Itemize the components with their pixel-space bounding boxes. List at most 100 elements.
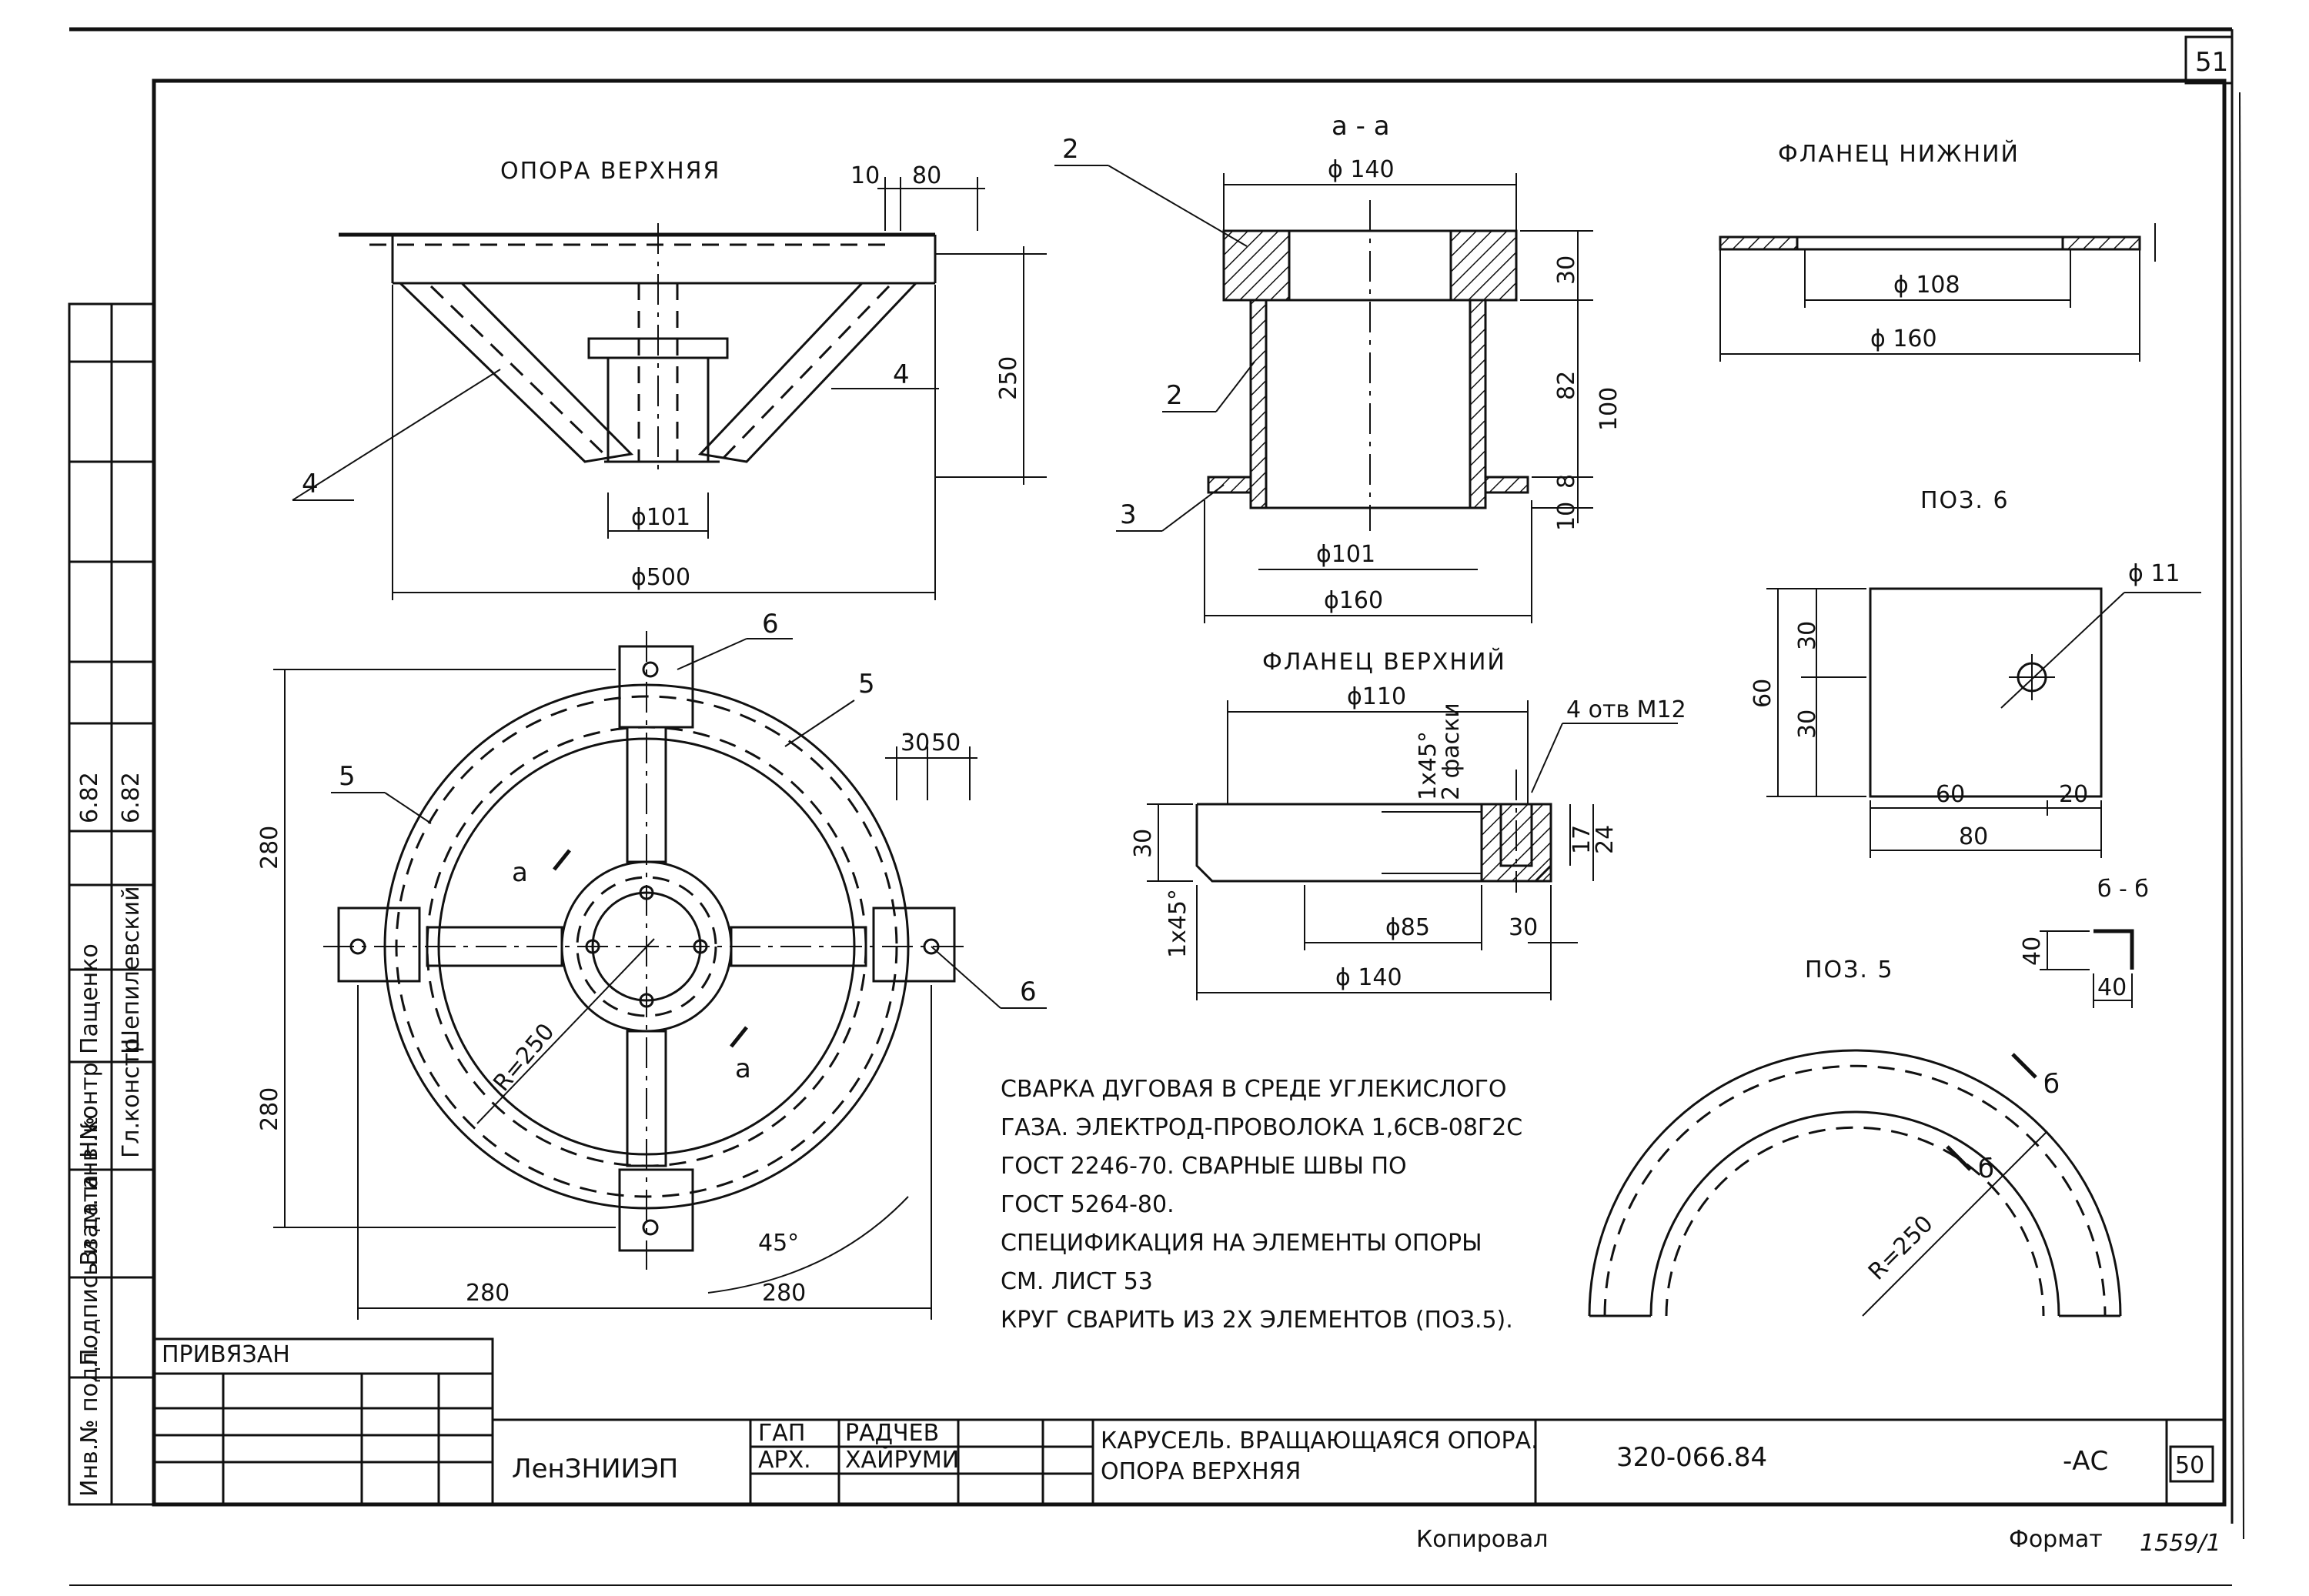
title-linked-label: ПРИВЯЗАН [162, 1341, 290, 1368]
note-line-3: ГОСТ 2246-70. СВАРНЫЕ ШВЫ ПО [1001, 1153, 1407, 1180]
stamp-cell-chief-designer: Гл.констр [118, 1038, 145, 1158]
section-aa-dim-8: 8 [1553, 474, 1580, 489]
stamp-date-2: 6.82 [118, 772, 145, 823]
pos6-dim-30-top: 30 [1794, 621, 1821, 650]
pos6-dim-60: 60 [1749, 679, 1776, 708]
upper-flange-chamfer: 1х45° [1415, 731, 1442, 800]
plan-pos-6-right: 6 [1020, 977, 1037, 1007]
pos5-dim-r250: R=250 [1863, 1210, 1939, 1286]
upper-support-pos-4-right: 4 [893, 359, 910, 390]
pos6-view [1766, 587, 2201, 858]
upper-flange-dim-phi140: ϕ 140 [1335, 964, 1402, 991]
upper-support-dim-10: 10 [850, 162, 880, 189]
title-doc-code: 320-066.84 [1616, 1442, 1767, 1473]
upper-support-title: ОПОРА ВЕРХНЯЯ [500, 158, 720, 185]
upper-support-view: ОПОРА ВЕРХНЯЯ [292, 158, 1047, 600]
pos6-title: ПОЗ. 6 [1920, 487, 2010, 514]
footer-format-label: Формат [2009, 1526, 2103, 1553]
section-aa-dim-phi140: ϕ 140 [1328, 156, 1395, 183]
pos5-section-mark-b2: б [1978, 1154, 1994, 1184]
plan-pos-5-left: 5 [339, 761, 356, 792]
upper-support-dim-250: 250 [995, 356, 1022, 400]
title-block [152, 1337, 2226, 1506]
title-name-2: ХАЙРУМИ [845, 1446, 959, 1474]
title-mark: -АС [2063, 1446, 2108, 1477]
section-aa-dim-82: 82 [1553, 371, 1580, 400]
section-aa-pos-2-top: 2 [1062, 134, 1079, 165]
title-line-2: ОПОРА ВЕРХНЯЯ [1101, 1458, 1301, 1485]
section-aa-pos-3: 3 [1120, 499, 1137, 530]
lower-flange-title: ФЛАНЕЦ НИЖНИЙ [1778, 140, 2020, 168]
stamp-cell-normcontrol: Н.контр [76, 1062, 103, 1158]
stamp-cell-invno: Инв.№ подл. [76, 1345, 103, 1497]
pos6-dim-w60: 60 [1936, 781, 1965, 808]
pos6-dim-30-bottom: 30 [1794, 710, 1821, 739]
pos5-view [1588, 929, 2134, 1317]
plan-dim-280-vertical-bottom: 280 [256, 1087, 283, 1131]
plan-dim-280-horizontal-right: 280 [762, 1280, 806, 1307]
section-aa-dim-10: 10 [1553, 502, 1580, 531]
upper-flange-dim-24: 24 [1592, 825, 1619, 854]
upper-support-dim-phi101: ϕ101 [631, 504, 690, 531]
note-line-6: СМ. ЛИСТ 53 [1001, 1268, 1153, 1295]
footer-copied-label: Копировал [1416, 1526, 1548, 1553]
section-aa-dim-phi160: ϕ160 [1324, 587, 1383, 614]
pos6-dim-w20: 20 [2059, 781, 2088, 808]
upper-flange-dim-17: 17 [1569, 825, 1596, 854]
lower-flange-dim-phi160: ϕ 160 [1870, 326, 1937, 352]
note-line-2: ГАЗА. ЭЛЕКТРОД-ПРОВОЛОКА 1,6СВ-08Г2С [1001, 1114, 1522, 1141]
stamp-name-2: Шепилевский [118, 886, 145, 1054]
plan-dim-r250: R=250 [488, 1019, 560, 1097]
upper-support-dim-80: 80 [912, 162, 941, 189]
upper-flange-bottom-chamfer: 1х45° [1165, 889, 1191, 958]
title-name-1: РАДЧЕВ [845, 1420, 939, 1447]
plan-dim-50: 50 [931, 730, 961, 756]
plan-dim-30: 30 [901, 730, 930, 756]
stamp-cell-replace-inv: Взам. инв.№ [76, 1117, 103, 1266]
plan-dim-280-vertical-top: 280 [256, 826, 283, 870]
upper-flange-dim-phi110: ϕ110 [1347, 683, 1406, 710]
section-aa-view: а - а [1054, 111, 1593, 623]
section-aa-title: а - а [1332, 111, 1390, 142]
upper-flange-dim-phi85: ϕ85 [1385, 914, 1430, 941]
title-line-1: КАРУСЕЛЬ. ВРАЩАЮЩАЯСЯ ОПОРА. [1101, 1427, 1539, 1454]
note-line-7: КРУГ СВАРИТЬ ИЗ 2Х ЭЛЕМЕНТОВ (ПОЗ.5). [1001, 1307, 1513, 1334]
upper-support-dim-phi500: ϕ500 [631, 564, 690, 591]
upper-flange-dim-30: 30 [1130, 829, 1157, 858]
section-aa-dim-30: 30 [1553, 255, 1580, 285]
note-line-4: ГОСТ 5264-80. [1001, 1191, 1175, 1218]
section-aa-dim-100: 100 [1596, 387, 1622, 431]
title-org: ЛенЗНИИЭП [512, 1454, 678, 1484]
pos5-title: ПОЗ. 5 [1805, 957, 1894, 983]
plan-section-mark-a-top: а [512, 857, 528, 888]
section-aa-dim-phi101: ϕ101 [1316, 541, 1375, 568]
pos5-section-title: б - б [2097, 876, 2149, 903]
plan-pos-6-top: 6 [762, 609, 779, 639]
title-role-gap: ГАП [758, 1420, 805, 1447]
note-line-1: СВАРКА ДУГОВАЯ В СРЕДЕ УГЛЕКИСЛОГО [1001, 1076, 1507, 1103]
pos5-section-mark-b1: б [2043, 1069, 2060, 1100]
notes-block: СВАРКА ДУГОВАЯ В СРЕДЕ УГЛЕКИСЛОГО ГАЗА.… [1001, 1076, 1522, 1334]
stamp-date-1: 6.82 [76, 772, 103, 823]
stamp-name-1: Пащенко [76, 943, 103, 1054]
plan-view [273, 631, 1047, 1320]
plan-section-mark-a-bottom: а [735, 1053, 751, 1084]
plan-pos-5-right: 5 [858, 669, 875, 700]
pos5-dim-40-vertical: 40 [2019, 937, 2046, 966]
lower-flange-dim-phi108: ϕ 108 [1893, 272, 1960, 299]
section-aa-pos-2-mid: 2 [1166, 380, 1183, 411]
lower-flange-view: ФЛАНЕЦ НИЖНИЙ [1719, 140, 2156, 362]
pos5-dim-40-horizontal: 40 [2097, 974, 2127, 1001]
upper-flange-title: ФЛАНЕЦ ВЕРХНИЙ [1262, 648, 1506, 676]
upper-flange-view: ФЛАНЕЦ ВЕРХНИЙ [1147, 648, 1678, 1000]
plan-dim-280-horizontal-left: 280 [466, 1280, 510, 1307]
pos6-dim-w80: 80 [1959, 823, 1988, 850]
pos6-dim-phi11: ϕ 11 [2128, 560, 2180, 587]
side-stamp [68, 302, 155, 1506]
upper-flange-dim-30b: 30 [1509, 914, 1538, 941]
stamp-cell-signature-date: Подпись и дата [76, 1175, 103, 1367]
note-line-5: СПЕЦИФИКАЦИЯ НА ЭЛЕМЕНТЫ ОПОРЫ [1001, 1230, 1482, 1257]
upper-flange-chamfer-count: 2 фаски [1438, 703, 1465, 800]
title-sheet-ref: 50 [2175, 1452, 2204, 1479]
